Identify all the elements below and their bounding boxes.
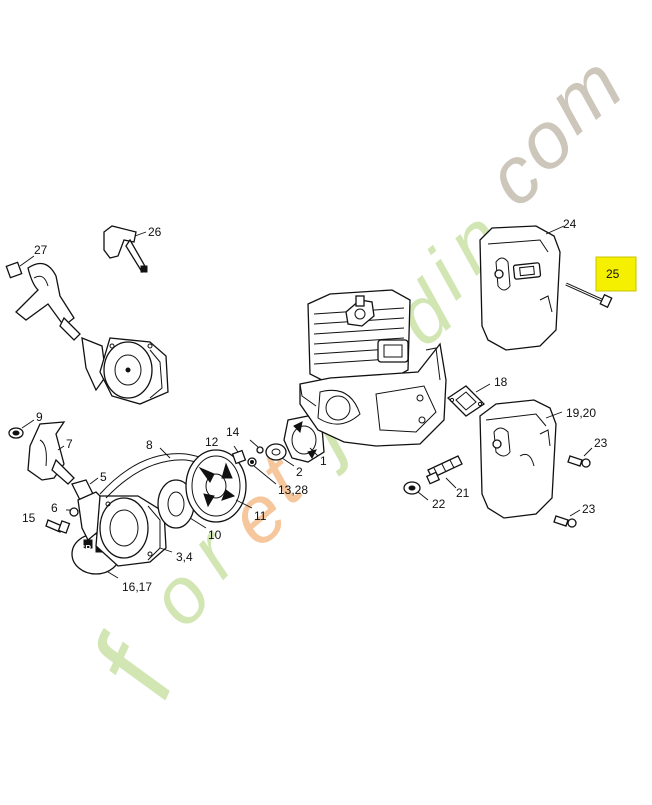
label-5[interactable]: 5 (100, 470, 107, 484)
label-16-17[interactable]: 16,17 (122, 580, 152, 594)
part-3-4-drawing (77, 491, 173, 567)
part-7-drawing (27, 421, 75, 485)
label-10[interactable]: 10 (208, 528, 222, 542)
label-15[interactable]: 15 (22, 511, 36, 525)
part-21-drawing (425, 455, 463, 489)
label-6[interactable]: 6 (51, 501, 58, 515)
part-26-drawing (103, 225, 148, 274)
part-10-drawing (157, 479, 207, 529)
label-21[interactable]: 21 (456, 486, 470, 500)
part-6-drawing (66, 507, 79, 517)
part-24-drawing (479, 225, 565, 351)
part-14-drawing (249, 439, 264, 454)
part-12-drawing (231, 445, 247, 465)
label-18[interactable]: 18 (494, 375, 508, 389)
label-25-highlight (595, 256, 637, 292)
label-24[interactable]: 24 (563, 217, 577, 231)
label-13-28[interactable]: 13,28 (278, 483, 308, 497)
watermark-letter: f (66, 619, 206, 716)
label-12[interactable]: 12 (205, 435, 219, 449)
label-22[interactable]: 22 (432, 497, 446, 511)
part-15-drawing (45, 519, 71, 534)
part-25-drawing (565, 282, 613, 309)
label-19-20[interactable]: 19,20 (566, 406, 596, 420)
part-9-drawing (8, 419, 35, 439)
label-11[interactable]: 11 (254, 509, 267, 523)
part-labels: 1 2 3,4 5 6 7 8 9 10 11 12 13,28 14 15 1… (22, 217, 620, 594)
label-27[interactable]: 27 (34, 243, 48, 257)
part-2-drawing (265, 443, 295, 467)
label-25[interactable]: 25 (606, 267, 620, 281)
part-23-upper-drawing (567, 447, 593, 468)
part-19-20-drawing (479, 399, 563, 519)
label-23-upper[interactable]: 23 (594, 436, 608, 450)
label-7[interactable]: 7 (66, 437, 73, 451)
label-14[interactable]: 14 (226, 425, 240, 439)
part-22-drawing (403, 481, 429, 501)
part-18-drawing (446, 383, 491, 417)
label-8[interactable]: 8 (146, 438, 153, 452)
label-26[interactable]: 26 (148, 225, 162, 239)
label-2[interactable]: 2 (296, 465, 303, 479)
label-1[interactable]: 1 (320, 454, 327, 468)
part-23-lower-drawing (553, 509, 581, 528)
label-23-lower[interactable]: 23 (582, 502, 596, 516)
engine-drawing (299, 289, 447, 447)
svg-text:SR: SR (80, 544, 91, 553)
part-1-drawing (283, 415, 325, 463)
label-9[interactable]: 9 (36, 410, 43, 424)
part-11-drawing (185, 449, 253, 523)
part-27-drawing (5, 255, 169, 405)
label-3-4[interactable]: 3,4 (176, 550, 193, 564)
part-13-28-drawing (247, 457, 277, 485)
